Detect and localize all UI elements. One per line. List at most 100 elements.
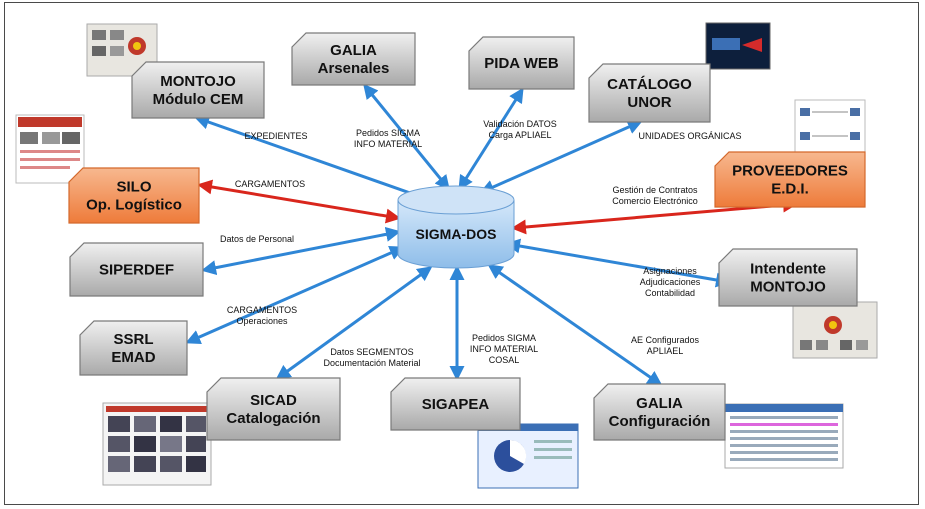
- galia-configuracion-thumbnail: [724, 403, 844, 469]
- node-box: [69, 242, 204, 297]
- node-box: [714, 151, 866, 208]
- connector-label: AE Configurados: [631, 335, 700, 345]
- node-box: [468, 36, 575, 90]
- connector-label: APLIAEL: [647, 346, 684, 356]
- node-box: [79, 320, 188, 376]
- node-box: [588, 63, 711, 123]
- connector-label: EXPEDIENTES: [244, 131, 307, 141]
- node-label: Intendente: [750, 261, 826, 278]
- sigma-dos-database: SIGMA-DOS: [397, 185, 515, 269]
- node-label: SIGAPEA: [422, 396, 490, 413]
- node-label: GALIA: [636, 395, 683, 412]
- montojo-cem-thumbnail: [86, 23, 158, 77]
- node-label: SICAD: [250, 392, 297, 409]
- intendente-thumbnail: [792, 301, 878, 359]
- node-sigapea: SIGAPEA: [390, 377, 521, 431]
- node-box: [593, 383, 726, 441]
- node-label: EMAD: [111, 349, 155, 366]
- node-label: E.D.I.: [771, 181, 809, 198]
- label-datos-personal: Datos de Personal: [220, 234, 294, 244]
- node-label: SIPERDEF: [99, 262, 174, 279]
- connector-label: Asignaciones: [643, 266, 697, 276]
- node-label: Arsenales: [318, 60, 390, 77]
- center-label: SIGMA-DOS: [416, 226, 497, 242]
- node-label: PIDA WEB: [484, 55, 559, 72]
- connector-label: Comercio Electrónico: [612, 196, 698, 206]
- connector-label: COSAL: [489, 355, 520, 365]
- connector-label: Contabilidad: [645, 288, 695, 298]
- connector-label: Validación DATOS: [483, 119, 557, 129]
- node-label: Op. Logístico: [86, 197, 182, 214]
- node-label: SSRL: [113, 331, 153, 348]
- node-box: [131, 61, 265, 119]
- label-unidades: UNIDADES ORGÁNICAS: [638, 131, 741, 141]
- connector-datos-seg: [275, 266, 433, 380]
- node-label: Configuración: [609, 413, 711, 430]
- node-label: UNOR: [627, 94, 671, 111]
- connectors: [185, 83, 798, 386]
- connector-label: INFO MATERIAL: [470, 344, 538, 354]
- proveedores-thumbnail: [794, 99, 866, 156]
- sicad-thumbnail: [102, 402, 212, 486]
- node-label: Módulo CEM: [153, 91, 244, 108]
- connector-asignaciones: [505, 238, 731, 288]
- node-box: [718, 248, 858, 307]
- connector-ae-conf: [487, 264, 663, 386]
- connector-label: CARGAMENTOS: [227, 305, 297, 315]
- connector-cargamentos-silo: [197, 179, 401, 224]
- connector-label: Gestión de Contratos: [612, 185, 698, 195]
- node-label: CATÁLOGO: [607, 76, 692, 93]
- label-expedientes: EXPEDIENTES: [244, 131, 307, 141]
- connector-label: Documentación Material: [323, 358, 420, 368]
- node-label: GALIA: [330, 42, 377, 59]
- node-box: [291, 32, 416, 86]
- connector-label: UNIDADES ORGÁNICAS: [638, 131, 741, 141]
- node-label: PROVEEDORES: [732, 163, 848, 180]
- connector-label: Adjudicaciones: [640, 277, 701, 287]
- node-siperdef: SIPERDEF: [69, 242, 204, 297]
- connector-cargamentos-ssrl: [185, 245, 405, 345]
- connector-label: Datos SEGMENTOS: [330, 347, 413, 357]
- node-box: [68, 167, 200, 224]
- connector-label: INFO MATERIAL: [354, 139, 422, 149]
- connector-label: Operaciones: [236, 316, 288, 326]
- silo-thumbnail: [15, 114, 85, 184]
- connector-label: CARGAMENTOS: [235, 179, 305, 189]
- node-box: [206, 377, 341, 441]
- node-label: MONTOJO: [750, 279, 826, 296]
- connector-label: Pedidos SIGMA: [472, 333, 536, 343]
- connector-label: Pedidos SIGMA: [356, 128, 420, 138]
- label-cargamentos-silo: CARGAMENTOS: [235, 179, 305, 189]
- sigapea-thumbnail: [477, 423, 579, 489]
- node-label: MONTOJO: [160, 73, 236, 90]
- connector-label: Datos de Personal: [220, 234, 294, 244]
- connector-pedidos-galia: [363, 83, 450, 191]
- catalogo-unor-thumbnail: [705, 22, 771, 70]
- node-pida-web: PIDA WEB: [468, 36, 575, 90]
- connector-unidades: [479, 120, 643, 194]
- connector-label: Carga APLIAEL: [488, 130, 551, 140]
- node-box: [390, 377, 521, 431]
- node-label: SILO: [116, 179, 151, 196]
- connector-gestion: [511, 197, 798, 235]
